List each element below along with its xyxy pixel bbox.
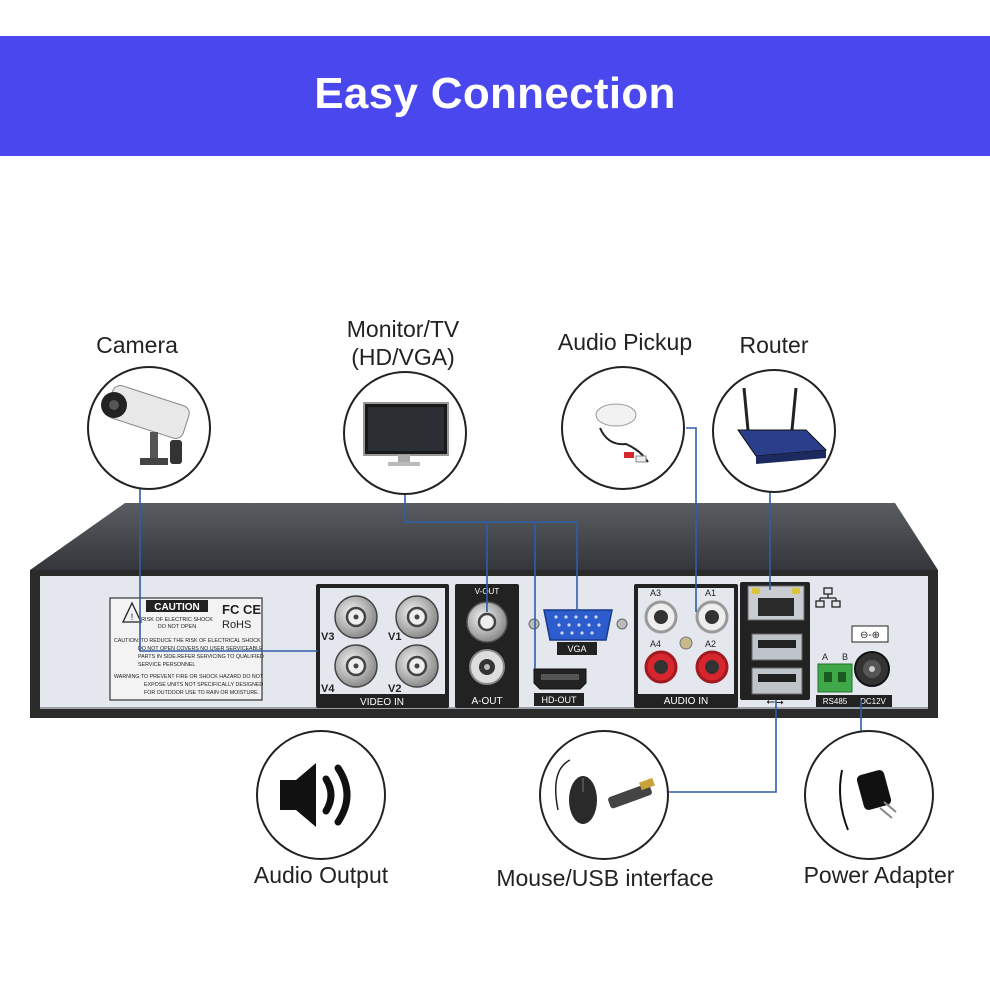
warning-line: EXPOSE UNITS NOT SPECIFICALLY DESIGNED — [144, 682, 263, 688]
fc-ce-mark: FC CE — [222, 602, 261, 617]
wire-usb — [668, 700, 777, 793]
microphone-icon — [595, 403, 649, 463]
caution-sub1: RISK OF ELECTRIC SHOCK — [141, 617, 213, 623]
warning-line: CAUTION: TO REDUCE THE RISK OF ELECTRICA… — [114, 638, 261, 644]
svg-text:!: ! — [131, 612, 134, 622]
a2-label: A2 — [705, 639, 716, 649]
rs485-terminal[interactable]: A B RS485 — [816, 652, 854, 707]
dc12v-label: DC12V — [860, 697, 886, 706]
v1-label: V1 — [388, 631, 401, 643]
v3-label: V3 — [321, 631, 334, 643]
audio-pickup-device — [561, 366, 685, 490]
mouse-icon — [555, 759, 597, 824]
rs485-label: RS485 — [823, 697, 848, 706]
router-icon — [737, 387, 828, 464]
caution-title: CAUTION — [154, 602, 200, 613]
router-device — [712, 369, 836, 493]
lan-usb-block: ⭠⭢ — [740, 582, 810, 708]
wire-camera — [139, 480, 318, 652]
header-banner: Easy Connection — [0, 36, 990, 156]
camera-label: Camera — [96, 332, 178, 358]
polarity-icon: ⊖-⊕ — [860, 630, 880, 641]
wire-monitor — [404, 488, 488, 612]
v2-label: V2 — [388, 683, 401, 695]
caution-label: ! CAUTION RISK OF ELECTRIC SHOCK DO NOT … — [109, 597, 264, 701]
mouse-usb-label: Mouse/USB interface — [496, 865, 714, 891]
audio-output-label: Audio Output — [253, 862, 389, 888]
caution-sub2: DO NOT OPEN — [158, 624, 196, 630]
a4-label: A4 — [650, 639, 661, 649]
hd-out-label: HD-OUT — [542, 695, 577, 705]
video-in-label: VIDEO IN — [360, 697, 404, 708]
audio-in-label: AUDIO IN — [664, 696, 708, 707]
audio-pickup-label: Audio Pickup — [557, 329, 693, 355]
network-icon — [815, 587, 841, 608]
speaker-icon — [280, 763, 351, 827]
power-adapter-icon — [839, 769, 897, 831]
page-title: Easy Connection — [314, 69, 676, 118]
monitor-icon — [363, 402, 449, 466]
camera-icon — [101, 385, 190, 465]
video-in-block: V3 V1 V4 V2 VIDEO IN — [316, 584, 449, 708]
warning-line: PARTS IN SIDE.REFER SERVICING TO QUALIFI… — [138, 654, 264, 660]
warning-line: WARNING:TO PREVENT FIRE OR SHOCK HAZARD … — [114, 674, 264, 680]
monitor-device — [343, 371, 467, 495]
audio-output-device — [256, 730, 386, 860]
a-out-label: A-OUT — [471, 696, 502, 707]
wire-audio-pickup — [686, 427, 697, 612]
rohs-mark: RoHS — [222, 619, 251, 631]
vga-port[interactable]: VGA — [528, 609, 628, 655]
mouse-usb-device — [539, 730, 669, 860]
warning-line: DO NOT OPEN COVERS NO USER SERVICEABLE — [138, 646, 263, 652]
connection-wires — [139, 427, 862, 793]
wire-monitor-vga — [535, 521, 578, 612]
monitor-label-line2: (HD/VGA) — [351, 344, 455, 370]
rs485-b-label: B — [842, 652, 848, 662]
router-label: Router — [739, 332, 809, 358]
a3-label: A3 — [650, 588, 661, 598]
monitor-label-line1: Monitor/TV — [346, 316, 460, 342]
v4-label: V4 — [321, 683, 335, 695]
vga-label: VGA — [567, 644, 586, 654]
dc-power-jack[interactable]: ⊖-⊕ DC12V — [851, 625, 892, 707]
rs485-a-label: A — [822, 652, 828, 662]
camera-device — [87, 366, 211, 490]
hdmi-port[interactable]: HD-OUT — [533, 668, 587, 706]
audio-in-block: A3 A1 A4 A2 AUDIO IN — [634, 584, 738, 708]
warning-line: SERVICE PERSONNEL — [138, 662, 195, 668]
power-adapter-label: Power Adapter — [803, 862, 955, 888]
av-out-block: V-OUT A-OUT — [455, 584, 519, 708]
power-adapter-device — [804, 730, 934, 860]
usb-stick-icon — [608, 777, 655, 809]
warning-line: FOR OUTDOOR USE TO RAIN OR MOISTURE. — [144, 690, 259, 696]
a1-label: A1 — [705, 588, 716, 598]
usb-icon: ⭠⭢ — [766, 696, 784, 708]
